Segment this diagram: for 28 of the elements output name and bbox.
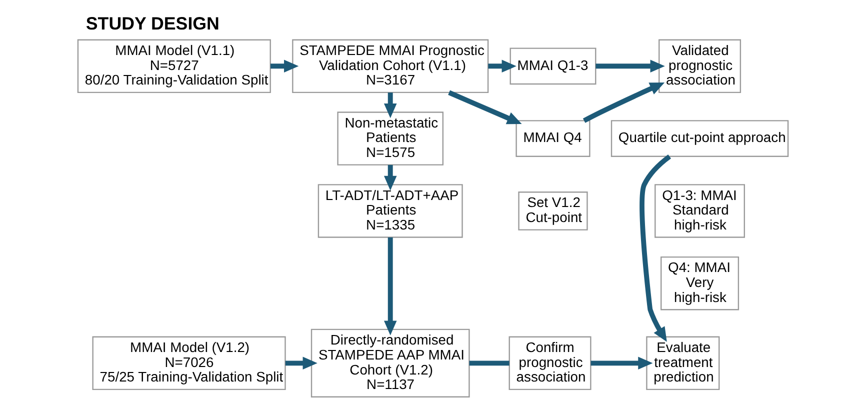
arrow xyxy=(270,60,298,73)
node-box: Quartile cut-point approach xyxy=(610,120,788,157)
node-box: Validated prognostic association xyxy=(658,39,741,94)
node-box: MMAI Model (V1.2) N=7026 75/25 Training-Validation Split xyxy=(92,336,286,390)
node-box: Q1-3: MMAI Standard high-risk xyxy=(654,184,744,238)
node-box: STAMPEDE MMAI Prognostic Validation Cohort (V1.1) N=3167 xyxy=(292,39,488,94)
arrow xyxy=(488,60,516,73)
arrow xyxy=(595,60,664,73)
arrow xyxy=(590,356,652,370)
arrow xyxy=(383,164,396,191)
node-box: MMAI Q4 xyxy=(515,120,590,157)
arrow xyxy=(383,237,396,336)
diagram-title: STUDY DESIGN xyxy=(85,13,219,34)
node-box: Non-metastatic Patients N=1575 xyxy=(336,112,444,166)
arrow xyxy=(582,82,664,123)
connector xyxy=(468,360,509,366)
node-box: LT-ADT/LT-ADT+AAP Patients N=1335 xyxy=(317,184,462,238)
node-box: Q4: MMAI Very high-risk xyxy=(660,256,739,310)
node-box: Evaluate treatment prediction xyxy=(646,336,720,390)
node-box: Set V1.2 Cut-point xyxy=(518,192,588,230)
node-box: MMAI Q1-3 xyxy=(509,48,596,85)
node-box: Directly-randomised STAMPEDE AAP MMAI Cohort (V1.2) N=1137 xyxy=(310,328,470,398)
arrow xyxy=(284,356,317,370)
arrow xyxy=(639,154,671,342)
arrow xyxy=(448,90,522,124)
node-box: Confirm prognostic association xyxy=(508,336,591,390)
node-box: MMAI Model (V1.1) N=5727 80/20 Training-Validation Split xyxy=(76,39,270,94)
arrow xyxy=(383,92,396,118)
